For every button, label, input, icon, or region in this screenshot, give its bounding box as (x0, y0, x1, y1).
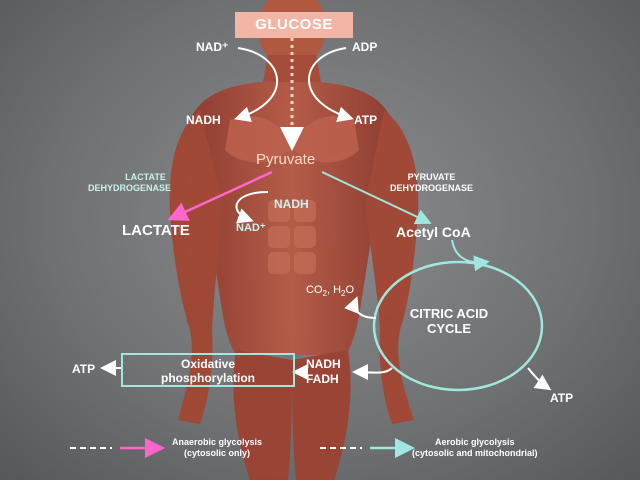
lactate-label: LACTATE (122, 222, 190, 239)
pdh-line1: PYRUVATE (390, 172, 473, 183)
atp-left-label: ATP (72, 362, 95, 376)
cycle-line2: CYCLE (384, 321, 514, 336)
nadh-bottom: NADH (306, 357, 341, 372)
nadh-fadh-label: NADH FADH (306, 357, 341, 387)
legend-anaerobic-line2: (cytosolic only) (172, 448, 262, 459)
nad-plus-label: NAD⁺ (196, 40, 228, 54)
acetylcoa-cycle-arrow (452, 240, 486, 262)
pdh-line2: DEHYDROGENASE (390, 183, 473, 194)
fadh-bottom: FADH (306, 372, 341, 387)
h2o-text: , H (327, 284, 341, 296)
ldh-line2: DEHYDROGENASE (88, 183, 171, 194)
atp-right-label: ATP (550, 391, 573, 405)
legend-anaerobic-text: Anaerobic glycolysis (cytosolic only) (172, 437, 262, 459)
legend-anaerobic-line1: Anaerobic glycolysis (172, 437, 262, 448)
acetyl-coa-label: Acetyl CoA (396, 224, 471, 240)
adp-label: ADP (352, 40, 377, 54)
legend-aerobic-line2: (cytosolic and mitochondrial) (412, 448, 538, 459)
legend-aerobic-text: Aerobic glycolysis (cytosolic and mitoch… (412, 437, 538, 459)
ldh-line1: LACTATE (88, 172, 171, 183)
glucose-label: GLUCOSE (235, 12, 353, 38)
h2o-o-text: O (345, 284, 354, 296)
body-silhouette (170, 0, 419, 480)
nadh-top-label: NADH (186, 113, 221, 127)
cycle-line1: CITRIC ACID (384, 306, 514, 321)
atp-top-label: ATP (354, 113, 377, 127)
cycle-atp-arrow (528, 368, 548, 388)
legend-aerobic-line1: Aerobic glycolysis (412, 437, 538, 448)
lactate-dehydrogenase-label: LACTATE DEHYDROGENASE (88, 172, 171, 194)
nadh-mid-label: NADH (274, 197, 309, 211)
co2-h2o-label: CO2, H2O (306, 284, 354, 298)
nad-plus-mid-label: NAD⁺ (236, 221, 266, 234)
co2-text: CO (306, 284, 323, 296)
pyruvate-dehydrogenase-label: PYRUVATE DEHYDROGENASE (390, 172, 473, 194)
oxidative-phosphorylation-box: Oxidative phosphorylation (121, 353, 295, 387)
oxidative-line1: Oxidative (123, 357, 293, 371)
citric-acid-cycle-label: CITRIC ACID CYCLE (384, 306, 514, 336)
oxidative-line2: phosphorylation (123, 371, 293, 385)
pyruvate-label: Pyruvate (256, 151, 315, 168)
